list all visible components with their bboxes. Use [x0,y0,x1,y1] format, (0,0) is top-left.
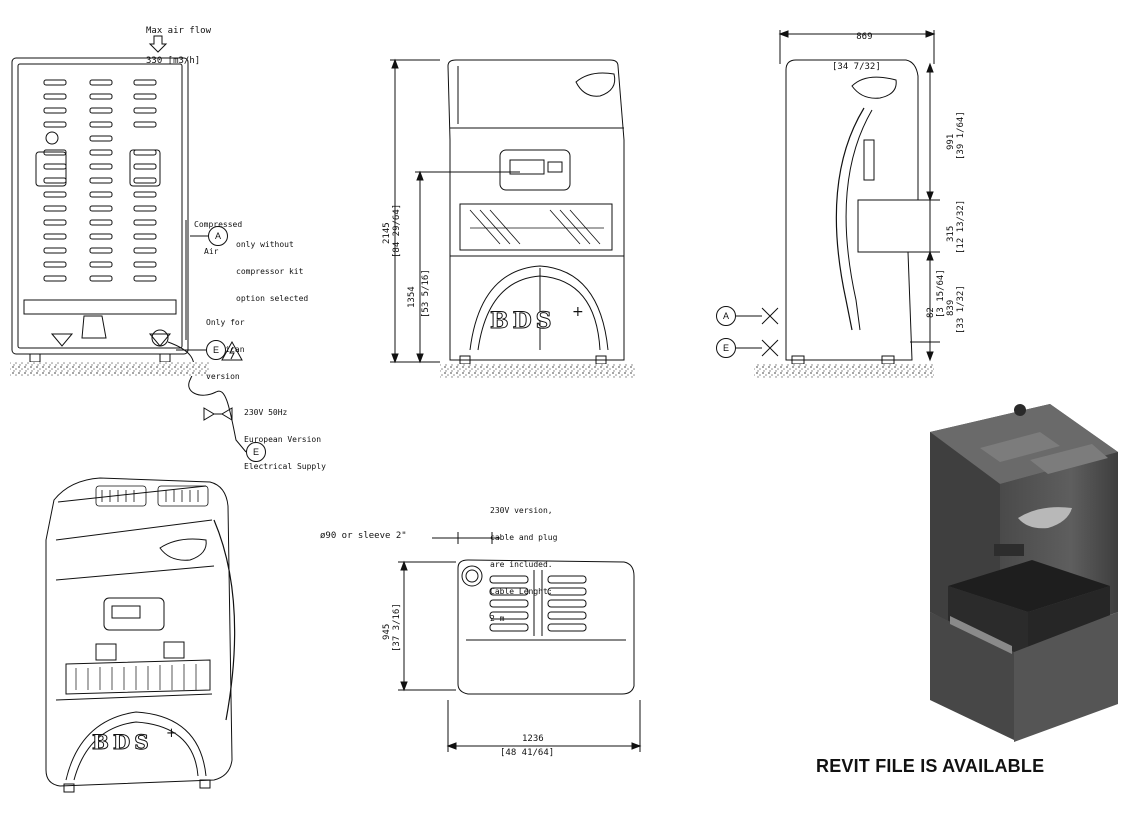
compressed-air-label: Compressed Air [194,202,242,265]
compressor-note-line3: option selected [236,294,309,303]
valve-icon [203,407,233,421]
dim-top-945-in: [37 3/16] [392,603,402,652]
marker-e-rear: E [206,340,226,360]
dim-side-991: 991 [946,133,956,150]
perspective-drip-tray [65,659,211,695]
rear-view [11,35,247,453]
marker-a-rear: A [208,226,228,246]
cable-note-line1: 230V version, [490,506,553,515]
top-plan-view [398,532,642,752]
top-view-vent-slots [489,575,587,632]
dim-front-1354: 1354 [407,286,417,308]
perspective-brand-logo: BDS [92,730,153,755]
front-brand-logo: BDS [490,308,556,335]
perspective-brand-plus-icon: + [166,726,177,741]
dim-front-2145: 2145 [382,222,392,244]
rear-vent-slots [43,79,157,282]
supply-cable [167,341,247,453]
front-handle-icon [575,72,616,97]
european-note-line3: Electrical Supply [244,462,326,471]
marker-a-side: A [716,306,736,326]
compressor-note-line2: compressor kit [236,267,304,276]
compressed-air-line2: Air [204,247,219,256]
dim-side-991-in: [39 1/64] [956,111,966,160]
side-view [736,30,940,365]
rear-fan-right [129,149,161,187]
cable-note-line2: cable and plug [490,533,558,542]
rear-ground [10,362,210,376]
european-note-line2: European Version [244,435,322,444]
european-note-line1: 230V 50Hz [244,408,288,417]
dim-side-869: 869 [856,32,873,42]
cable-note-line3: are included. [490,560,553,569]
dim-top-1236-in: [48 41/64] [500,748,555,758]
front-control-panel [499,149,571,191]
side-ground [754,364,934,378]
cable-note-line4: Cable Lenght: [490,587,553,596]
marker-e-side: E [716,338,736,358]
front-view [390,58,625,365]
dim-side-869-group: 869 [34 7/32] [832,12,881,82]
dim-side-869-in: [34 7/32] [832,62,881,72]
rear-connector-icon [45,131,59,145]
dim-front-2145-in: [84 29/64] [392,203,402,258]
render-control-panel [994,544,1024,556]
dim-side-82-in: [3 15/64] [936,269,946,318]
airflow-arrow-icon [148,35,168,53]
dim-top-945: 945 [382,623,392,640]
front-ground [440,364,636,378]
airflow-label-line1: Max air flow [146,26,212,36]
dim-front-1354-in: [53 5/16] [421,269,431,318]
render-handle-icon [1018,507,1072,529]
perspective-view [45,477,236,793]
dim-side-839: 839 [946,299,956,316]
render-top-vents [980,432,1108,474]
dim-top-1236: 1236 [522,734,544,744]
compressed-air-line1: Compressed [194,220,243,229]
cable-note: 230V version, cable and plug are include… [490,488,557,632]
dim-side-315-in: [12 13/32] [956,199,966,254]
cable-note-line5: 2 m [490,614,505,623]
front-drip-area [459,203,613,251]
airflow-label-line2: 330 [m3/h] [146,56,201,66]
european-supply-note: 230V 50Hz European Version Electrical Su… [244,390,326,480]
perspective-handle-icon [159,538,207,561]
dim-side-839-in: [33 1/32] [956,285,966,334]
compressor-note: only without compressor kit option selec… [236,222,308,312]
render-outlet-icon [1014,404,1026,416]
american-note-line3: version [206,372,240,381]
sleeve-outlet-icon [461,565,483,587]
rear-fan-left [35,151,67,187]
front-brand-plus-icon: + [572,304,584,320]
american-note-line1: Only for [206,318,245,327]
electrical-hazard-icon [221,340,243,361]
side-handle-icon [851,76,897,99]
airflow-label: Max air flow 330 [m3/h] [146,6,211,76]
rear-fitting-icon [81,315,107,339]
compressor-note-line1: only without [236,240,294,249]
render-view [930,404,1118,742]
revit-file-note: REVIT FILE IS AVAILABLE [816,756,1045,776]
perspective-top-vents [95,485,209,507]
marker-e-cable: E [246,442,266,462]
dim-side-82: 82 [926,307,936,318]
render-dispense-opening [948,560,1110,612]
perspective-control-panel [103,597,165,631]
sleeve-label: ø90 or sleeve 2" [320,531,407,541]
dim-side-315: 315 [946,225,956,242]
